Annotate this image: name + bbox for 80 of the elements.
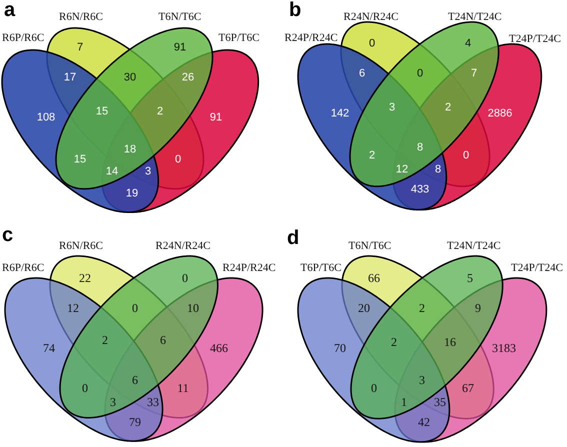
region-count: 142 — [330, 108, 350, 120]
set-label: T6N/T6C — [158, 10, 202, 24]
set-label: R24P/R24C — [222, 262, 276, 274]
region-count: 18 — [124, 144, 136, 156]
region-count: 79 — [129, 416, 141, 428]
region-count: 2886 — [488, 108, 512, 120]
region-count: 74 — [43, 342, 55, 354]
region-count: 0 — [182, 272, 188, 284]
region-count: 466 — [210, 342, 228, 354]
region-count: 10 — [187, 302, 199, 314]
region-count: 2 — [444, 102, 452, 114]
region-count: 8 — [416, 142, 424, 154]
set-label: R24P/R24C — [284, 32, 338, 44]
set-label: T6N/T6C — [348, 240, 392, 252]
region-count: 26 — [182, 72, 194, 84]
region-count: 2 — [102, 334, 108, 346]
region-count: 0 — [132, 302, 138, 314]
region-count: 0 — [416, 68, 424, 80]
set-label: T24N/T24C — [446, 240, 501, 252]
region-count: 17 — [64, 72, 76, 84]
region-count: 30 — [124, 72, 136, 84]
region-count: 7 — [470, 68, 478, 80]
region-count: 3 — [419, 374, 425, 386]
region-count: 15 — [96, 106, 108, 118]
region-count: 11 — [177, 382, 189, 394]
region-count: 42 — [418, 416, 430, 428]
region-count: 9 — [475, 302, 481, 314]
region-count: 35 — [434, 396, 446, 408]
region-count: 22 — [79, 272, 91, 284]
region-count: 3 — [388, 102, 396, 114]
region-count: 5 — [467, 272, 473, 284]
region-count: 70 — [334, 342, 346, 354]
region-count: 91 — [174, 42, 186, 54]
region-count: 2 — [419, 302, 425, 314]
region-count: 108 — [36, 112, 56, 124]
region-count: 15 — [74, 154, 86, 166]
region-count: 3 — [110, 396, 116, 408]
region-count: 8 — [434, 164, 442, 176]
region-count: 3 — [144, 166, 152, 178]
set-label: R24N/R24C — [343, 10, 398, 24]
region-count: 7 — [76, 42, 84, 54]
region-count: 0 — [368, 38, 376, 50]
region-count: 0 — [371, 382, 377, 394]
set-label: R24N/R24C — [155, 240, 210, 252]
region-count: 66 — [368, 272, 380, 284]
region-count: 67 — [462, 382, 474, 394]
region-count: 2 — [368, 150, 376, 162]
region-count: 91 — [210, 112, 222, 124]
region-count: 0 — [462, 150, 470, 162]
panel-letter: b — [289, 0, 302, 20]
region-count: 6 — [160, 334, 166, 346]
panel-letter: c — [2, 225, 14, 245]
region-count: 6 — [132, 374, 138, 386]
region-count: 19 — [126, 188, 138, 200]
set-label: T24P/T24C — [508, 32, 561, 46]
set-label: R6P/R6C — [2, 32, 44, 44]
region-count: 1 — [401, 396, 407, 408]
region-count: 12 — [396, 164, 408, 176]
region-count: 433 — [410, 184, 430, 196]
region-count: 12 — [67, 302, 79, 314]
region-count: 20 — [358, 302, 370, 314]
region-count: 3183 — [492, 342, 516, 354]
region-count: 16 — [444, 336, 456, 348]
set-label: T6P/T6C — [300, 262, 342, 274]
region-count: 6 — [358, 68, 366, 80]
set-label: T24P/T24C — [510, 262, 563, 274]
region-count: 0 — [174, 154, 182, 166]
panel-letter: a — [4, 0, 16, 20]
region-count: 4 — [464, 38, 472, 50]
region-count: 33 — [147, 396, 159, 408]
panel-letter: d — [287, 228, 300, 248]
region-count: 14 — [106, 166, 118, 178]
set-label: R6N/R6C — [58, 240, 103, 252]
region-count: 2 — [391, 336, 397, 348]
region-count: 0 — [82, 382, 88, 394]
set-label: T24N/T24C — [448, 10, 502, 24]
set-label: R6P/R6C — [2, 262, 44, 274]
region-count: 2 — [156, 106, 164, 118]
set-label: T6P/T6C — [218, 32, 260, 44]
set-label: R6N/R6C — [58, 10, 103, 24]
